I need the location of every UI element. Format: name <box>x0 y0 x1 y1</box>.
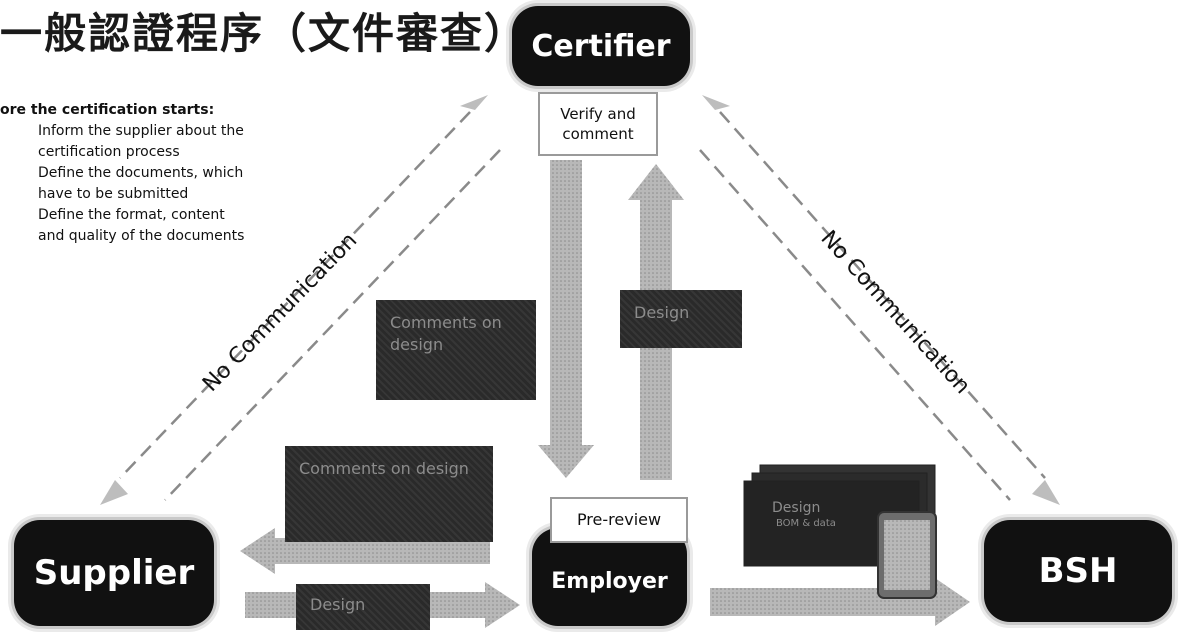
comments-on-design-note-left: Comments on design <box>285 446 493 542</box>
intro-item: and quality of the documents <box>38 228 245 244</box>
intro-item: Define the format, content <box>38 207 225 223</box>
intro-item: Define the documents, which <box>38 165 244 181</box>
design-note-bottom: Design <box>296 584 430 630</box>
page-title: 一般認證程序（文件審查） <box>0 9 529 58</box>
arrow-left-to-supplier <box>240 528 490 574</box>
comments-on-design-note-center: Comments on design <box>376 300 536 400</box>
design-note-center: Design <box>620 290 742 348</box>
binder-icon <box>877 511 937 599</box>
employer-node: Employer <box>532 528 687 626</box>
intro-item: have to be submitted <box>38 186 189 202</box>
intro-item: certification process <box>38 144 180 160</box>
no-communication-left-band <box>100 95 501 505</box>
no-communication-right-band <box>699 95 1060 505</box>
pre-review-label: Pre-review <box>550 497 688 543</box>
design-stack-label: Design <box>772 500 821 516</box>
design-stack-sublabel: BOM & data <box>776 518 836 529</box>
intro-block: ore the certification starts: Inform the… <box>0 100 290 247</box>
verify-and-comment-label: Verify and comment <box>538 92 658 156</box>
arrow-down-to-employer <box>538 160 594 478</box>
bsh-node: BSH <box>984 520 1172 622</box>
certifier-node: Certifier <box>512 6 690 86</box>
supplier-node: Supplier <box>14 520 214 626</box>
intro-item: Inform the supplier about the <box>38 123 244 139</box>
intro-list: Inform the supplier about the certificat… <box>0 121 290 247</box>
intro-heading: ore the certification starts: <box>0 102 215 118</box>
